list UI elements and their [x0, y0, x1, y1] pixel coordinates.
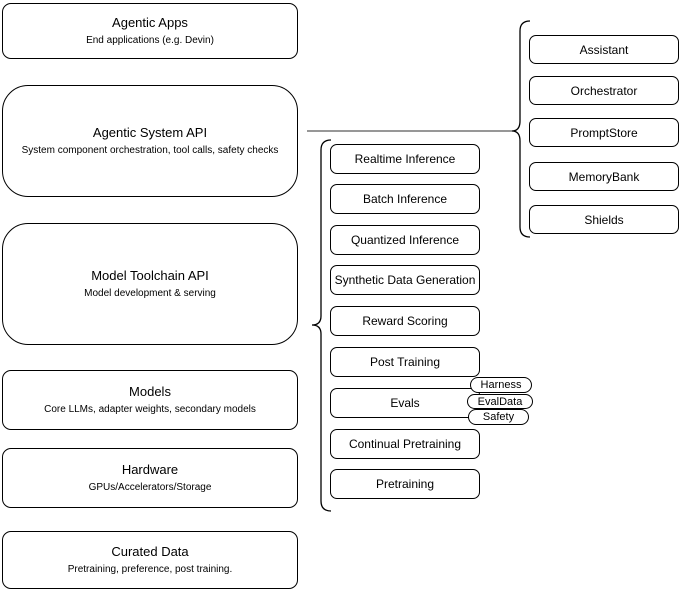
node-title: Model Toolchain API	[91, 268, 209, 283]
node-realtime-inference: Realtime Inference	[330, 144, 480, 174]
node-agentic-system-api: Agentic System API System component orch…	[2, 85, 298, 197]
node-title: Agentic System API	[92, 125, 208, 140]
node-assistant: Assistant	[529, 35, 679, 64]
node-subtitle: Pretraining, preference, post training.	[67, 564, 233, 575]
eval-tag-harness: Harness	[470, 377, 532, 393]
node-batch-inference: Batch Inference	[330, 184, 480, 214]
node-orchestrator: Orchestrator	[529, 76, 679, 105]
node-model-toolchain-api: Model Toolchain API Model development & …	[2, 223, 298, 345]
eval-tag-evaldata: EvalData	[467, 394, 533, 409]
node-shields: Shields	[529, 205, 679, 234]
node-evals: Evals	[330, 388, 480, 418]
node-subtitle: End applications (e.g. Devin)	[86, 35, 214, 46]
node-memorybank: MemoryBank	[529, 162, 679, 191]
node-subtitle: GPUs/Accelerators/Storage	[88, 482, 212, 493]
node-title: Curated Data	[111, 544, 189, 559]
node-hardware: Hardware GPUs/Accelerators/Storage	[2, 448, 298, 508]
node-reward-scoring: Reward Scoring	[330, 306, 480, 336]
node-pretraining: Pretraining	[330, 469, 480, 499]
node-post-training: Post Training	[330, 347, 480, 377]
node-agentic-apps: Agentic Apps End applications (e.g. Devi…	[2, 3, 298, 59]
components-brace	[511, 20, 531, 238]
node-title: Agentic Apps	[112, 15, 188, 30]
node-promptstore: PromptStore	[529, 118, 679, 147]
node-title: Hardware	[121, 462, 179, 477]
node-models: Models Core LLMs, adapter weights, secon…	[2, 370, 298, 430]
node-subtitle: Model development & serving	[84, 288, 216, 299]
node-continual-pretraining: Continual Pretraining	[330, 429, 480, 459]
node-quantized-inference: Quantized Inference	[330, 225, 480, 255]
node-synthetic-data-generation: Synthetic Data Generation	[330, 265, 480, 295]
node-title: Models	[129, 384, 171, 399]
node-subtitle: System component orchestration, tool cal…	[21, 145, 279, 156]
eval-tag-safety: Safety	[468, 409, 529, 425]
node-curated-data: Curated Data Pretraining, preference, po…	[2, 531, 298, 589]
toolchain-brace	[311, 139, 332, 512]
node-subtitle: Core LLMs, adapter weights, secondary mo…	[44, 404, 256, 415]
